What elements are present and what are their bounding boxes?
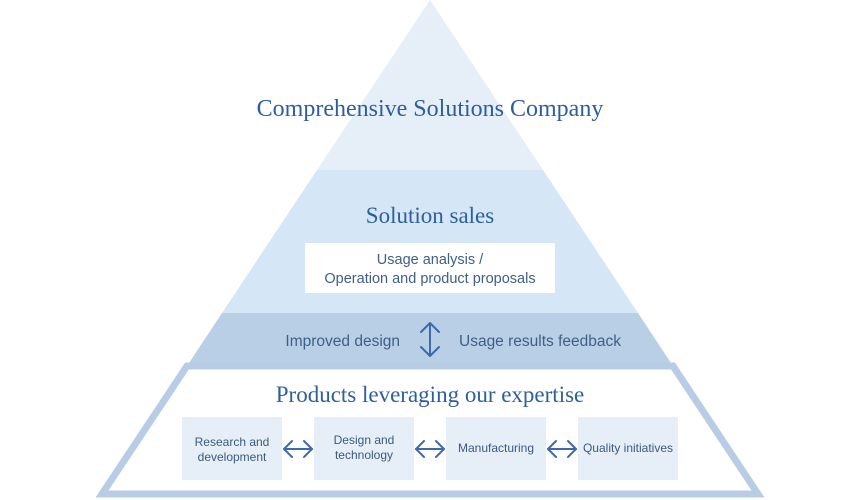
step-manufacturing: Manufacturing (446, 417, 546, 480)
step-label-line2: development (198, 450, 267, 464)
step-label-line1: Research and (195, 435, 270, 449)
improved-design-label: Improved design (285, 333, 400, 350)
horizontal-double-arrow-icon (283, 440, 313, 458)
step-label-line1: Quality initiatives (583, 441, 673, 455)
step-box (182, 417, 282, 480)
pyramid-top-tier (317, 0, 543, 170)
usage-analysis-line1: Usage analysis / (377, 252, 484, 268)
step-box (314, 417, 414, 480)
step-quality-initiatives: Quality initiatives (578, 417, 678, 480)
horizontal-double-arrow-icon (415, 440, 445, 458)
step-label-line2: technology (335, 448, 393, 462)
bottom-tier-title: Products leveraging our expertise (276, 382, 585, 407)
usage-analysis-line2: Operation and product proposals (324, 271, 535, 287)
step-design-and-technology: Design and technology (314, 417, 414, 480)
middle-tier-title: Solution sales (366, 203, 494, 228)
step-box (446, 417, 546, 480)
usage-analysis-box (305, 243, 555, 293)
top-tier-title: Comprehensive Solutions Company (257, 96, 604, 122)
vertical-double-arrow-icon (420, 322, 440, 357)
step-research-and-development: Research and development (182, 417, 282, 480)
step-box (578, 417, 678, 480)
step-label-line1: Manufacturing (458, 441, 534, 455)
usage-results-feedback-label: Usage results feedback (459, 333, 621, 350)
step-label-line1: Design and (334, 433, 395, 447)
horizontal-double-arrow-icon (547, 440, 577, 458)
